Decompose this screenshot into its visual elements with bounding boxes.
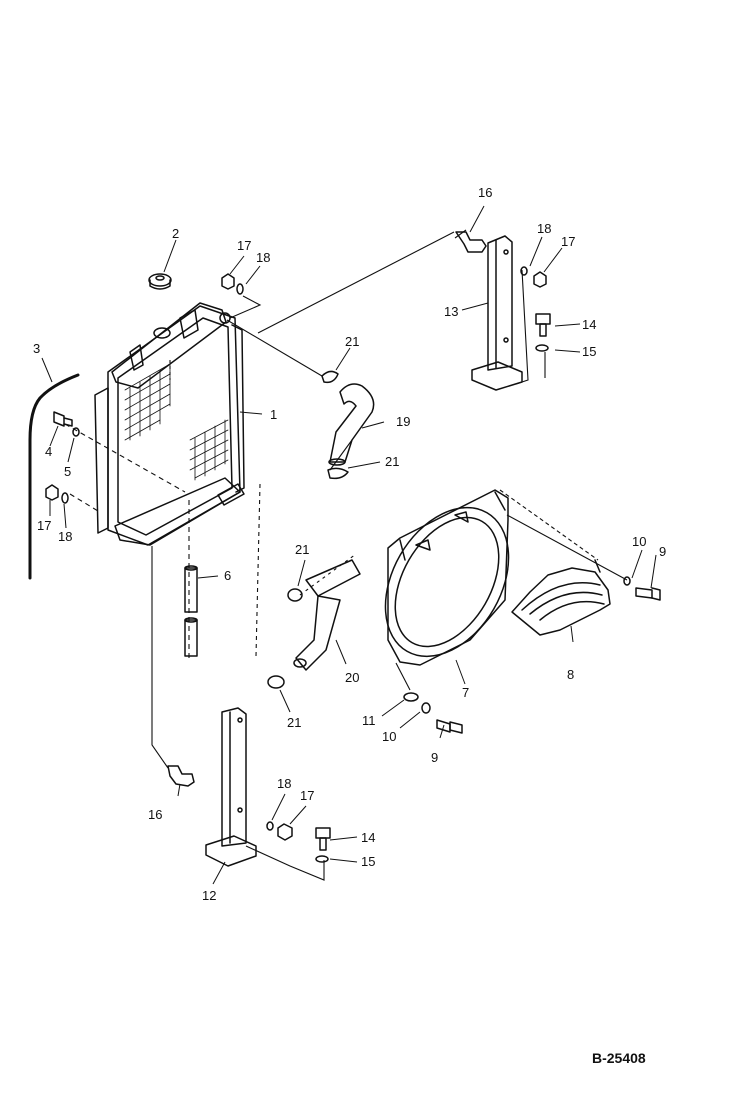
washer-18-bottom: [266, 821, 274, 831]
callout-17-bottom: 17: [300, 788, 314, 803]
bracket-12: [205, 707, 257, 867]
radiator: [94, 302, 245, 546]
washer-15-bottom: [315, 855, 329, 863]
callout-4: 4: [45, 444, 52, 459]
drain-plug-washer: [72, 427, 80, 437]
clamp-21-mid: [327, 467, 349, 480]
callout-17-top: 17: [237, 238, 251, 253]
callout-21-top: 21: [345, 334, 359, 349]
nut-17-right: [533, 271, 547, 288]
callout-15-bottom: 15: [361, 854, 375, 869]
washer-15-right: [535, 344, 549, 352]
callout-6: 6: [224, 568, 231, 583]
bracket-13: [471, 235, 523, 391]
upper-hose: [328, 383, 375, 466]
nut-left: [45, 484, 59, 501]
callout-9-bottom: 9: [431, 750, 438, 765]
bolt-14-bottom: [315, 827, 331, 851]
callout-18-top: 18: [256, 250, 270, 265]
callout-16-bottom: 16: [148, 807, 162, 822]
nut-17-bottom: [277, 823, 293, 841]
callout-8: 8: [567, 667, 574, 682]
callout-18-left: 18: [58, 529, 72, 544]
fan-shroud: [384, 489, 510, 666]
leader-lines: [64, 229, 628, 881]
callout-2: 2: [172, 226, 179, 241]
callout-leaders: [41, 205, 657, 885]
washer-11: [403, 692, 419, 702]
bolt-14-right: [535, 313, 551, 337]
fan-guard: [511, 559, 611, 636]
clamp-21-top: [321, 370, 339, 384]
callout-14-right: 14: [582, 317, 596, 332]
mount-16-top: [455, 231, 487, 253]
callout-13: 13: [444, 304, 458, 319]
washer-left: [61, 492, 69, 504]
callout-21-lower-b: 21: [287, 715, 301, 730]
callout-15-right: 15: [582, 344, 596, 359]
clamp-21-low-a: [287, 588, 303, 602]
callout-18-right: 18: [537, 221, 551, 236]
callout-17-left: 17: [37, 518, 51, 533]
callout-14-bottom: 14: [361, 830, 375, 845]
callout-21-mid: 21: [385, 454, 399, 469]
hose-6: [184, 565, 198, 657]
callout-7: 7: [462, 685, 469, 700]
callout-10-right: 10: [632, 534, 646, 549]
callout-labels: 1 2 3 4 5 6 7 8 9 9 10 10 11 12 13 14 14…: [33, 185, 666, 903]
callout-19: 19: [396, 414, 410, 429]
callout-5: 5: [64, 464, 71, 479]
washer-18-right: [520, 266, 528, 276]
callout-10-bottom: 10: [382, 729, 396, 744]
callout-1: 1: [270, 407, 277, 422]
lower-hose: [293, 559, 361, 671]
callout-3: 3: [33, 341, 40, 356]
figure-id: B-25408: [592, 1050, 646, 1066]
callout-21-lower-a: 21: [295, 542, 309, 557]
mount-16-bottom: [167, 765, 195, 787]
clamp-21-low-b: [267, 675, 285, 689]
washer-10-bottom: [421, 702, 431, 714]
drain-plug: [53, 411, 73, 427]
callout-17-right: 17: [561, 234, 575, 249]
callout-9-right: 9: [659, 544, 666, 559]
washer-top: [236, 283, 244, 295]
overflow-tube: [28, 373, 80, 580]
callout-12: 12: [202, 888, 216, 903]
callout-11: 11: [362, 713, 376, 728]
bolt-9-right: [635, 587, 661, 601]
washer-10-right: [623, 576, 631, 586]
callout-16-top: 16: [478, 185, 492, 200]
callout-20: 20: [345, 670, 359, 685]
callout-18-bottom: 18: [277, 776, 291, 791]
nut-top: [221, 273, 235, 290]
radiator-cap: [148, 273, 172, 290]
bolt-9-bottom: [436, 719, 463, 734]
